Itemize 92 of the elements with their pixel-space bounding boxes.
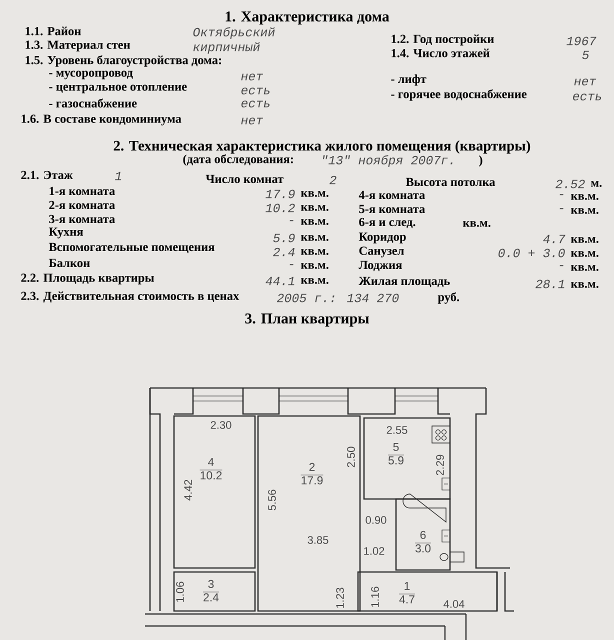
field-value: есть [241, 100, 270, 108]
room: 6 3.0 [395, 498, 451, 571]
field-label: кв.м. [300, 263, 328, 269]
field-label: 2-я комната [49, 200, 115, 210]
field-label: 6-я и след. [359, 218, 416, 228]
dimension-label: 4.04 [444, 600, 464, 608]
dimension-label: 5.56 [268, 490, 276, 510]
field-label: 1.5. Уровень благоустройства дома: [26, 55, 222, 67]
field-value: - [560, 208, 564, 210]
field-label: 1.2. Год постройки [392, 34, 494, 46]
field-label: 1.6. В составе кондоминиума [22, 114, 182, 126]
field-label: кв.м. [300, 205, 328, 211]
field-value: 2 [329, 176, 336, 184]
field-label: Балкон [48, 258, 90, 268]
field-label: м. [591, 181, 602, 187]
field-label: - газоснабжение [49, 98, 137, 108]
dimension-label: 1.02 [364, 547, 384, 555]
field-label: Жилая площадь [358, 276, 450, 288]
field-value: есть [241, 88, 270, 94]
heading: 3. План квартиры [245, 313, 369, 327]
field-value: 28.1 [536, 280, 564, 288]
field-label: кв.м. [300, 191, 328, 197]
field-label: - мусоропровод [49, 70, 133, 80]
dimension-label: 2.50 [347, 446, 355, 468]
dimension-label: 1.23 [336, 588, 344, 608]
dimension-label: 2.29 [436, 454, 444, 476]
field-value: нет [241, 118, 264, 124]
field-value: Октябрьский [193, 27, 275, 39]
field-value: - [290, 220, 294, 222]
field-label: 5-я комната [359, 204, 425, 214]
field-label: - лифт [391, 74, 426, 86]
field-value: нет [241, 74, 264, 80]
field-label: 1.1. Район [26, 26, 81, 36]
field-value: - [290, 264, 294, 266]
dimension-label: 2.30 [210, 421, 232, 429]
field-label: кв.м. [570, 194, 598, 200]
dimension-label: 1.16 [371, 586, 379, 607]
field-label: Санузел [359, 246, 404, 258]
dimension-label: 4.42 [184, 480, 192, 500]
field-label: Вспомогательные помещения [48, 242, 214, 254]
field-label: 2.1. Этаж [21, 170, 73, 180]
field-label: 4-я комната [358, 190, 425, 200]
field-label: 3-я комната [49, 214, 115, 224]
field-label: Число комнат [206, 174, 284, 184]
dimension-label: 1.06 [176, 582, 184, 602]
field-label: 1.4. Число этажей [392, 48, 490, 58]
field-label: 1.3. Материал стен [26, 40, 130, 52]
field-value: - [560, 194, 564, 196]
field-label: кв.м. [462, 221, 490, 227]
field-value: 10.2 [266, 204, 295, 212]
field-label: 1-я комната [50, 186, 115, 196]
field-label: кв.м. [300, 235, 328, 241]
field-label: 2.2. Площадь квартиры [21, 274, 154, 284]
field-label: (дата обследования: [183, 154, 293, 166]
dimension-label: 3.85 [308, 536, 328, 544]
field-value: 44.1 [266, 276, 294, 286]
field-label: кв.м. [300, 249, 328, 255]
field-label: кв.м. [570, 237, 598, 243]
field-label: кв.м. [300, 219, 328, 225]
field-value: 1967 [566, 36, 596, 46]
field-value: - [560, 265, 564, 266]
field-value: 4.7 [543, 234, 566, 244]
field-label: - центральное отопление [49, 84, 187, 94]
field-value: 2005 г.: 134 270 [276, 294, 399, 302]
field-value: 1 [115, 172, 122, 180]
field-value: есть [573, 94, 602, 100]
field-label: Коридор [358, 232, 406, 244]
field-value: 2.52 [556, 180, 585, 188]
field-value: кирпичный [193, 42, 260, 54]
field-label: кв.м. [570, 251, 598, 257]
heading: 2. Техническая характеристика жилого помещения (квартиры) [114, 140, 530, 154]
field-value: 5 [582, 50, 589, 60]
field-value: 5.9 [273, 234, 295, 242]
field-value: 0.0 + 3.0 [498, 248, 565, 258]
field-label: Лоджия [358, 260, 402, 272]
field-value: "13" ноября 2007г. [323, 155, 452, 167]
field-label: ) [479, 155, 482, 167]
dimension-label: 0.90 [366, 516, 386, 524]
field-label: 2.3. Действительная стоимость в ценах [21, 291, 240, 303]
field-label: кв.м. [570, 208, 598, 214]
field-label: Кухня [48, 228, 84, 238]
field-value: нет [574, 78, 596, 86]
field-label: кв.м. [570, 282, 598, 288]
field-label: кв.м. [300, 278, 328, 284]
field-label: кв.м. [570, 265, 598, 271]
field-label: руб. [438, 292, 460, 304]
dimension-label: 2.55 [386, 426, 408, 434]
heading: 1. Характеристика дома [226, 11, 390, 25]
field-label: - горячее водоснабжение [391, 89, 527, 101]
field-value: 2.4 [273, 248, 295, 256]
field-value: 17.9 [266, 190, 295, 198]
field-label: Высота потолка [406, 178, 496, 186]
